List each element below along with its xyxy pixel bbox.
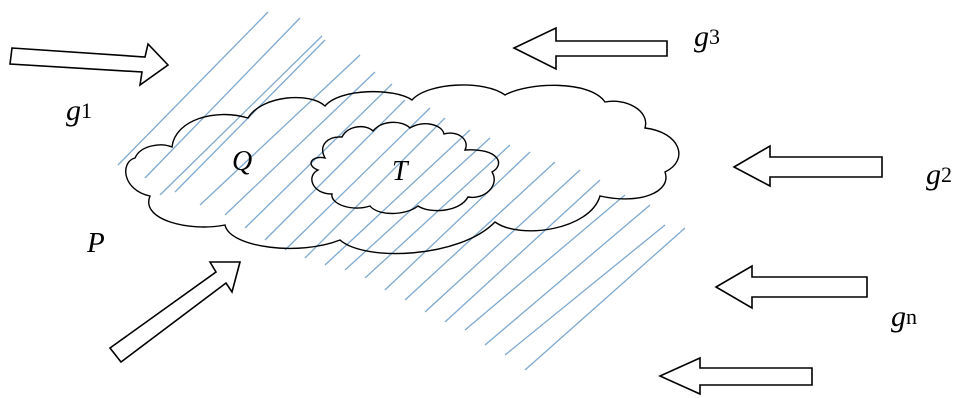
arrow-left-icon (660, 358, 812, 394)
label-g1: g1 (66, 94, 92, 127)
arrow-right-icon (10, 44, 168, 85)
arrow-up-right-icon (110, 262, 240, 362)
label-p: P (86, 227, 105, 259)
arrow-left-icon (716, 266, 867, 308)
label-t: T (392, 156, 410, 187)
arrow-left-icon (734, 146, 882, 186)
hatched-region (118, 12, 685, 370)
label-g3: g3 (694, 20, 720, 53)
label-q: Q (232, 146, 252, 177)
label-g2: g2 (926, 158, 952, 191)
arrow-left-icon (514, 28, 667, 69)
label-gn: gn (891, 300, 917, 333)
